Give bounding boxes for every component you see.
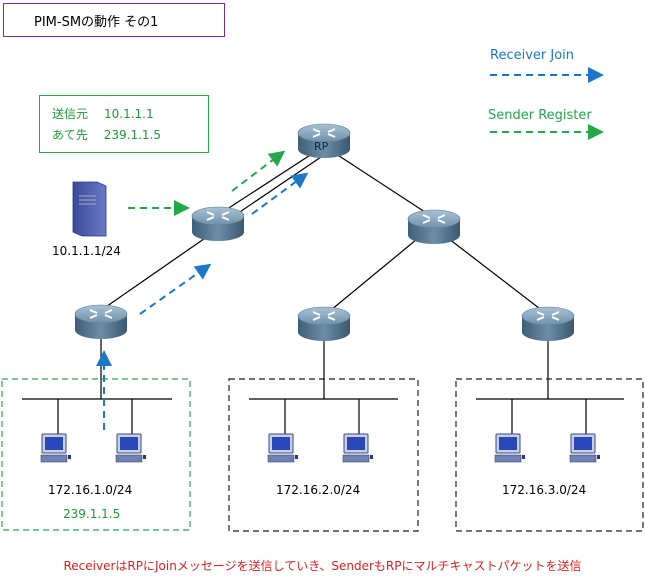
rp-label: RP — [314, 140, 329, 153]
pc-icon — [115, 433, 147, 463]
link-r1-r2 — [99, 233, 212, 312]
source-label: 送信元 — [52, 107, 89, 121]
network-links — [99, 149, 549, 399]
router-3-icon — [407, 209, 461, 245]
subnet-3-label: 172.16.3.0/24 — [502, 483, 587, 497]
dest-label: あて先 — [52, 128, 88, 142]
legend-receiver-join: Receiver Join — [490, 48, 575, 63]
receiver-join-arrows — [96, 67, 604, 430]
subnet-1-group: 239.1.1.5 — [63, 507, 121, 521]
lan-box-2 — [228, 378, 419, 532]
server-ip-label: 10.1.1.1/24 — [52, 244, 121, 258]
router-2-icon — [191, 206, 245, 242]
server-icon — [72, 181, 107, 237]
pc-icon — [569, 433, 601, 463]
router-5-icon — [521, 306, 575, 342]
multicast-info-box: 送信元 10.1.1.1 あて先 239.1.1.5 — [39, 95, 209, 153]
link-r2-rp-b — [224, 154, 325, 223]
subnet-2-label: 172.16.2.0/24 — [276, 483, 361, 497]
lan-box-3 — [455, 378, 644, 532]
pc-icon — [494, 433, 526, 463]
sender-register-arrows — [128, 124, 604, 216]
link-rp-r3 — [329, 149, 429, 215]
page-title: PIM-SMの動作 その1 — [3, 3, 225, 37]
legend-sender-register: Sender Register — [488, 108, 592, 123]
link-r3-r5 — [439, 231, 549, 316]
lan-buses — [22, 398, 624, 435]
dest-value: 239.1.1.5 — [103, 128, 162, 142]
footer-caption: ReceiverはRPにJoinメッセージを送信していき、SenderもRPにマ… — [63, 559, 582, 573]
pc-icon — [40, 433, 72, 463]
title-text: PIM-SMの動作 その1 — [34, 14, 159, 30]
pc-icon — [342, 433, 374, 463]
router-4-icon — [297, 306, 351, 342]
link-r3-r4 — [324, 229, 429, 316]
subnet-1-label: 172.16.1.0/24 — [48, 483, 133, 497]
link-r2-rp — [217, 149, 319, 216]
router-1-icon — [74, 304, 128, 340]
lan-box-1 — [1, 378, 191, 531]
source-value: 10.1.1.1 — [104, 107, 154, 121]
pc-icon — [267, 433, 299, 463]
